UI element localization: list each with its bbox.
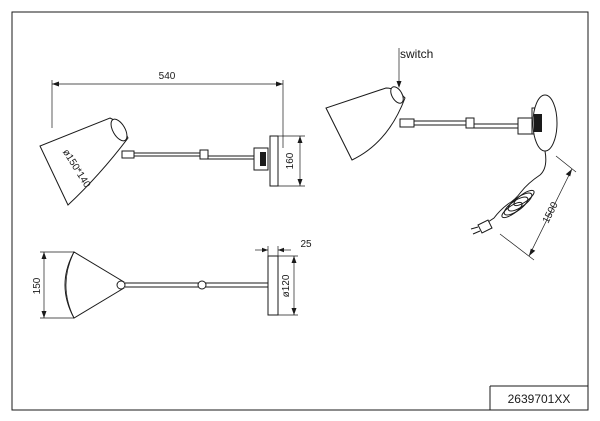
perspective-mount-bracket bbox=[517, 117, 533, 135]
plug-pin-1 bbox=[470, 226, 479, 230]
title-block: 2639701XX bbox=[489, 385, 588, 410]
side-arm-joint bbox=[199, 149, 209, 160]
perspective-arm-joint bbox=[465, 117, 475, 129]
perspective-mount-knob bbox=[534, 114, 542, 132]
width-arrow-right bbox=[276, 81, 283, 87]
side-shade-neck bbox=[121, 150, 135, 159]
side-view: 540 ø150*140 160 bbox=[39, 71, 305, 206]
plate-diameter-arrow-bottom bbox=[291, 308, 297, 315]
cable-arrow-top bbox=[565, 169, 572, 177]
product-code: 2639701XX bbox=[508, 392, 571, 406]
power-cable bbox=[487, 150, 547, 223]
depth-dimension-label: 25 bbox=[300, 239, 312, 250]
sheet-frame bbox=[11, 11, 589, 411]
plate-diameter-arrow-top bbox=[291, 256, 297, 263]
shade-height-arrow-top bbox=[41, 252, 47, 259]
cable-extension-top bbox=[555, 155, 577, 173]
perspective-shade-edge bbox=[325, 107, 353, 161]
plug-pin-2 bbox=[472, 230, 481, 235]
cable-length-label: 1500 bbox=[541, 200, 561, 225]
power-plug bbox=[477, 219, 493, 234]
height-arrow-top bbox=[297, 136, 303, 143]
side-mount-knob bbox=[260, 152, 266, 166]
height-dimension-label: 160 bbox=[285, 152, 296, 169]
shade-height-label: 150 bbox=[32, 277, 43, 294]
top-lamp-shade bbox=[64, 251, 125, 319]
cable-coil-3 bbox=[501, 201, 523, 219]
switch-label: switch bbox=[400, 47, 433, 61]
switch-pointer-arrow bbox=[396, 81, 402, 88]
top-wall-plate bbox=[267, 255, 279, 316]
perspective-shade-cap bbox=[390, 86, 404, 104]
top-arm-joint bbox=[197, 280, 207, 290]
top-view: 150 25 ø120 bbox=[32, 239, 312, 319]
cable-dimension-line bbox=[528, 168, 573, 257]
height-arrow-bottom bbox=[297, 179, 303, 186]
cable-arrow-bottom bbox=[529, 248, 536, 256]
cable-extension-bottom bbox=[499, 233, 535, 261]
shade-height-arrow-bottom bbox=[41, 311, 47, 318]
perspective-shade-neck bbox=[399, 118, 415, 128]
perspective-view: switch 1500 bbox=[325, 47, 577, 261]
cable-coil-4 bbox=[513, 189, 535, 207]
depth-arrow-right bbox=[278, 247, 284, 253]
width-arrow-left bbox=[52, 81, 59, 87]
top-shade-rim bbox=[65, 251, 75, 319]
top-shade-cap bbox=[116, 280, 126, 290]
width-dimension-label: 540 bbox=[159, 71, 176, 82]
depth-arrow-left bbox=[262, 247, 268, 253]
side-wall-plate bbox=[269, 135, 279, 187]
plate-diameter-label: ø120 bbox=[281, 274, 292, 297]
side-shade-cap bbox=[110, 118, 128, 142]
